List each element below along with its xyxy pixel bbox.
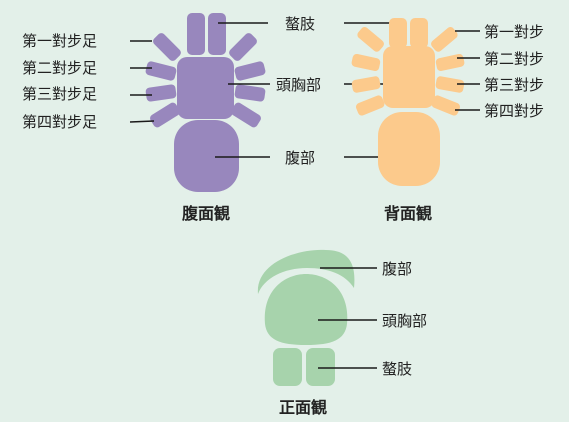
ventral-cephalothorax [177,57,234,119]
dorsal-leg-2-left [351,53,381,72]
dorsal-leg-4-right [431,95,461,116]
ventral-leg-4-label: 第四對步足 [22,113,97,131]
ventral-leg-4-right [231,102,261,128]
dorsal-leg-1-right [431,27,458,52]
front-view-figure [257,249,355,386]
dorsal-view-figure [351,18,465,186]
front-view-caption: 正面観 [279,398,327,417]
dorsal-leg-3-left [351,76,381,93]
cephalothorax-center-label: 頭胸部 [276,76,321,94]
dorsal-cephalothorax [383,46,435,108]
ventral-leg-4-left [150,102,180,128]
dorsal-leg-3-right [435,76,465,93]
front-abdomen-label: 腹部 [382,260,412,278]
ventral-view-figure [145,13,266,192]
dorsal-leg-4-label: 第四對步 [484,102,544,120]
front-chelicerae-label: 螯肢 [382,360,412,378]
ventral-abdomen [174,120,239,192]
ventral-leg-1-label: 第一對步足 [22,32,97,50]
abdomen-center-label: 腹部 [285,149,315,167]
ventral-leg-3-right [234,84,266,102]
dorsal-chelicera-left [389,18,407,48]
ventral-chelicera-left [187,13,205,55]
dorsal-leg-2-right [435,53,465,72]
ventral-leg-4-leader [129,120,155,123]
ventral-leg-3-label: 第三對步足 [22,85,97,103]
ventral-leg-3-left [145,84,177,102]
ventral-leg-1-left [153,33,181,61]
ventral-leg-2-right [234,61,266,81]
ventral-view-caption: 腹面観 [182,204,230,223]
ventral-leg-2-label: 第二對步足 [22,59,97,77]
front-cephalothorax-label: 頭胸部 [382,312,427,330]
front-abdomen [257,249,355,294]
dorsal-abdomen [378,112,440,186]
ventral-leg-2-left [145,61,177,81]
dorsal-leg-3-label: 第三對步 [484,76,544,94]
ventral-leg-1-right [229,33,257,61]
ventral-chelicera-right [208,13,226,55]
dorsal-chelicera-right [410,18,428,48]
front-chelicera-right [306,348,335,386]
dorsal-leg-4-left [355,95,385,116]
dorsal-view-caption: 背面観 [384,204,432,223]
front-chelicera-left [273,348,302,386]
dorsal-leg-1-left [357,27,384,52]
front-cephalothorax [264,274,348,345]
dorsal-leg-1-label: 第一對步 [484,23,544,41]
chelicerae-center-label: 螯肢 [285,15,315,33]
dorsal-leg-2-label: 第二對步 [484,50,544,68]
